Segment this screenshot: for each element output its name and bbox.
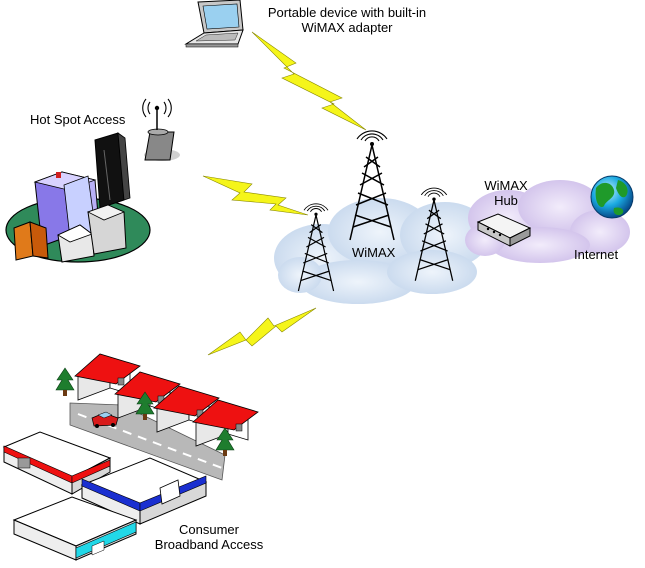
- hub-label-line2: Hub: [478, 193, 534, 208]
- portable-device-label-line1: Portable device with built-in: [262, 5, 432, 20]
- laptop-icon: [186, 0, 243, 47]
- lightning-icon: [208, 308, 316, 355]
- consumer-label-line1: Consumer: [134, 522, 284, 537]
- globe-icon: [591, 176, 633, 218]
- internet-label: Internet: [574, 247, 618, 262]
- hub-label: WiMAX Hub: [478, 178, 534, 208]
- antenna-icon: [143, 99, 180, 161]
- portable-device-label: Portable device with built-in WiMAX adap…: [262, 5, 432, 35]
- lightning-icon: [252, 32, 366, 130]
- wimax-label: WiMAX: [352, 245, 395, 260]
- tree-icon: [56, 368, 74, 396]
- portable-device-label-line2: WiMAX adapter: [262, 20, 432, 35]
- lightning-icon: [203, 176, 308, 215]
- consumer-broadband-label: Consumer Broadband Access: [134, 522, 284, 552]
- consumer-label-line2: Broadband Access: [134, 537, 284, 552]
- hotspot-label: Hot Spot Access: [30, 112, 125, 127]
- building-icon: [6, 133, 150, 262]
- hub-label-line1: WiMAX: [478, 178, 534, 193]
